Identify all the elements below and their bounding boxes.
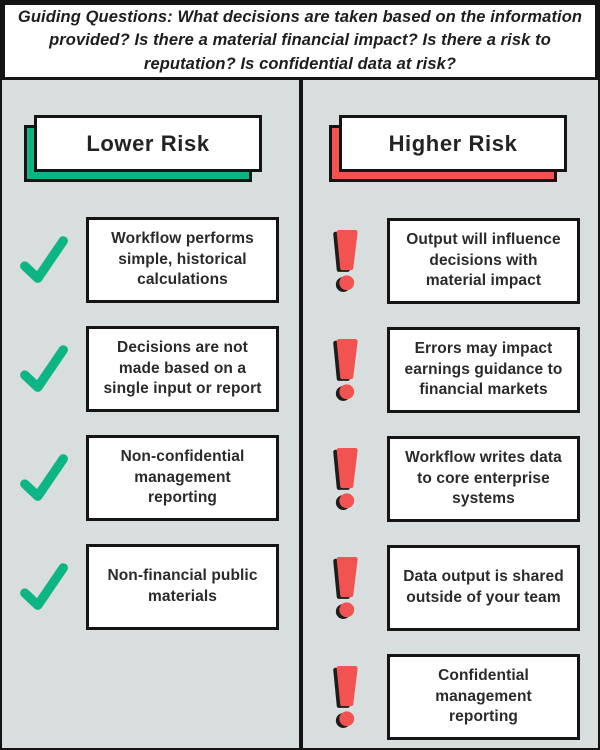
risk-item-box: Workflow performs simple, historical cal… <box>86 217 279 303</box>
exclamation-icon <box>333 666 358 728</box>
risk-item-box: Data output is shared outside of your te… <box>387 545 580 631</box>
icon-cell <box>303 336 387 404</box>
icon-cell <box>303 445 387 513</box>
risk-item-text: Workflow performs simple, historical cal… <box>111 229 254 289</box>
risk-item-text: Non-confidential management reporting <box>120 447 245 507</box>
exclamation-icon <box>333 557 358 619</box>
lower-risk-row: Non-financial public materials <box>2 544 299 630</box>
risk-item-box: Confidential management reporting <box>387 654 580 740</box>
icon-cell <box>303 227 387 295</box>
higher-risk-items: Output will influence decisions with mat… <box>303 218 598 740</box>
lower-risk-row: Workflow performs simple, historical cal… <box>2 217 299 303</box>
risk-item-box: Workflow writes data to core enterprise … <box>387 436 580 522</box>
lower-risk-title: Lower Risk <box>86 130 210 156</box>
risk-item-text: Workflow writes data to core enterprise … <box>405 448 562 508</box>
higher-risk-title-box: Higher Risk <box>329 115 567 182</box>
column-higher-risk: Higher Risk <box>303 80 598 748</box>
icon-cell <box>303 663 387 731</box>
higher-risk-title: Higher Risk <box>388 130 518 156</box>
risk-item-text: Errors may impact earnings guidance to f… <box>404 339 563 399</box>
risk-item-text: Confidential management reporting <box>435 666 532 726</box>
risk-item-box: Output will influence decisions with mat… <box>387 218 580 304</box>
risk-item-text: Decisions are not made based on a single… <box>103 338 262 398</box>
higher-risk-title-face: Higher Risk <box>339 115 567 172</box>
higher-risk-row: Workflow writes data to core enterprise … <box>303 436 598 522</box>
exclamation-icon <box>333 339 358 401</box>
column-divider <box>299 80 303 748</box>
lower-risk-items: Workflow performs simple, historical cal… <box>2 217 299 630</box>
risk-item-text: Non-financial public materials <box>107 567 258 605</box>
lower-risk-row: Decisions are not made based on a single… <box>2 326 299 412</box>
icon-cell <box>303 554 387 622</box>
risk-item-box: Decisions are not made based on a single… <box>86 326 279 412</box>
guiding-questions-text: Guiding Questions: What decisions are ta… <box>17 7 583 73</box>
risk-item-box: Non-financial public materials <box>86 544 279 630</box>
exclamation-icon <box>333 230 358 292</box>
exclamation-icon <box>333 448 358 510</box>
icon-cell <box>2 450 86 506</box>
guiding-questions-box: Guiding Questions: What decisions are ta… <box>2 2 598 80</box>
risk-item-text: Data output is shared outside of your te… <box>403 568 564 606</box>
higher-risk-row: Confidential management reporting <box>303 654 598 740</box>
higher-risk-row: Errors may impact earnings guidance to f… <box>303 327 598 413</box>
higher-risk-row: Data output is shared outside of your te… <box>303 545 598 631</box>
risk-item-box: Non-confidential management reporting <box>86 435 279 521</box>
check-icon <box>20 345 68 392</box>
check-icon <box>20 236 68 283</box>
lower-risk-row: Non-confidential management reporting <box>2 435 299 521</box>
icon-cell <box>2 341 86 397</box>
higher-risk-row: Output will influence decisions with mat… <box>303 218 598 304</box>
check-icon <box>20 454 68 501</box>
column-lower-risk: Lower Risk Workflow performs simple, his… <box>2 80 299 748</box>
risk-item-box: Errors may impact earnings guidance to f… <box>387 327 580 413</box>
risk-item-text: Output will influence decisions with mat… <box>406 230 561 290</box>
lower-risk-title-box: Lower Risk <box>24 115 262 182</box>
icon-cell <box>2 232 86 288</box>
check-icon <box>20 563 68 610</box>
lower-risk-title-face: Lower Risk <box>34 115 262 172</box>
icon-cell <box>2 559 86 615</box>
